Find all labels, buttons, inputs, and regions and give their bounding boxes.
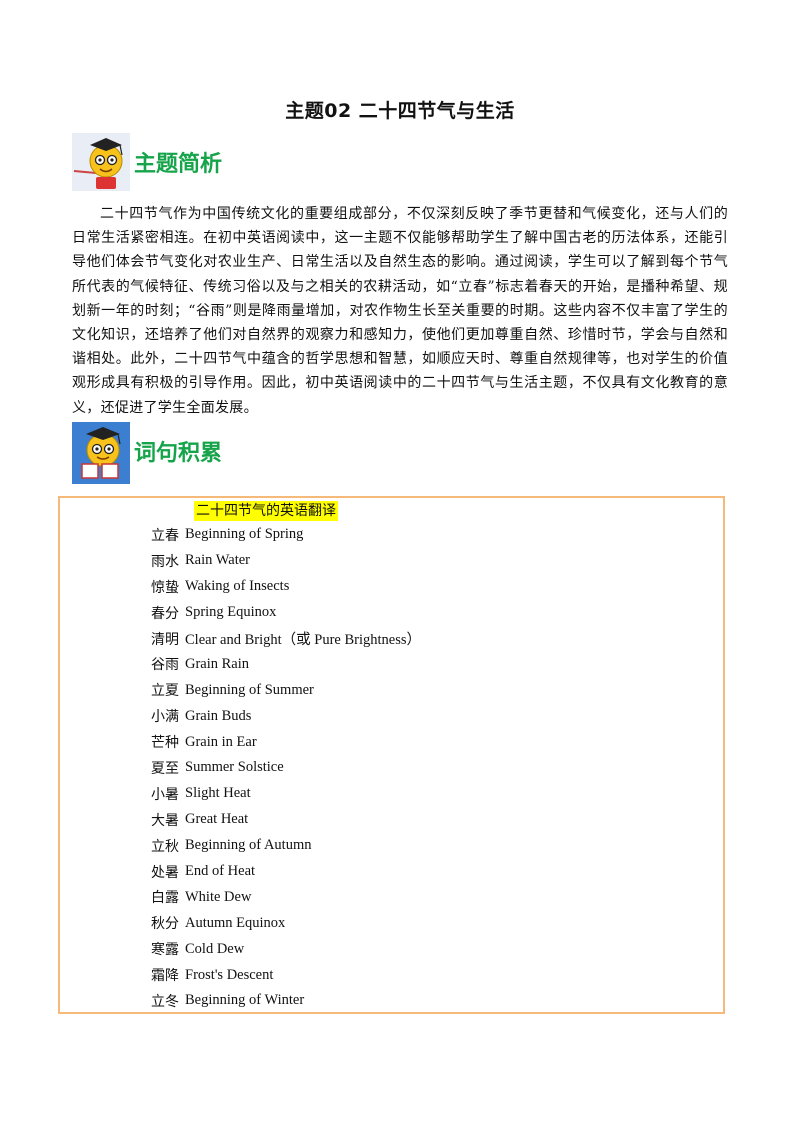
term-chinese: 大暑 bbox=[151, 812, 179, 829]
term-chinese: 谷雨 bbox=[151, 657, 179, 674]
vocab-term-row: 清明 Clear and Bright（或 Pure Brightness） bbox=[151, 626, 421, 652]
section-header-analysis: 主题简析 bbox=[72, 133, 222, 191]
section-header-vocab: 词句积累 bbox=[72, 422, 223, 484]
section-label-analysis: 主题简析 bbox=[134, 152, 223, 177]
term-chinese: 小满 bbox=[151, 709, 179, 726]
term-chinese: 立春 bbox=[151, 527, 179, 544]
term-english: Grain in Ear bbox=[185, 733, 257, 750]
term-chinese: 清明 bbox=[151, 631, 179, 648]
term-chinese: 立夏 bbox=[151, 683, 179, 700]
term-english: Grain Buds bbox=[185, 707, 252, 724]
term-english: Great Heat bbox=[185, 811, 249, 828]
term-english: Rain Water bbox=[185, 552, 251, 569]
vocab-term-row: 白露 White Dew bbox=[151, 884, 421, 910]
term-chinese: 春分 bbox=[151, 605, 179, 622]
vocab-term-row: 惊蛰 Waking of Insects bbox=[151, 574, 421, 600]
term-chinese: 处暑 bbox=[151, 864, 179, 881]
vocab-term-row: 小暑 Slight Heat bbox=[151, 781, 421, 807]
term-english: Beginning of Winter bbox=[185, 992, 305, 1009]
vocab-term-row: 夏至 Summer Solstice bbox=[151, 755, 421, 781]
term-english: Clear and Bright（或 Pure Brightness） bbox=[185, 632, 421, 648]
term-english: Grain Rain bbox=[185, 655, 250, 672]
term-chinese: 立秋 bbox=[151, 838, 179, 855]
vocab-term-row: 芒种 Grain in Ear bbox=[151, 729, 421, 755]
vocab-term-row: 秋分 Autumn Equinox bbox=[151, 910, 421, 936]
section-label-vocab: 词句积累 bbox=[134, 441, 223, 466]
page-title: 主题02 二十四节气与生活 bbox=[285, 100, 515, 122]
vocab-term-row: 大暑 Great Heat bbox=[151, 807, 421, 833]
vocab-term-row: 雨水 Rain Water bbox=[151, 548, 421, 574]
term-english: Spring Equinox bbox=[185, 604, 277, 621]
mascot-graduate-icon bbox=[72, 133, 130, 191]
term-english: Beginning of Autumn bbox=[185, 837, 312, 854]
term-english: End of Heat bbox=[185, 863, 256, 880]
term-english: Beginning of Spring bbox=[185, 526, 304, 543]
term-chinese: 夏至 bbox=[151, 760, 179, 777]
vocab-term-row: 立夏 Beginning of Summer bbox=[151, 677, 421, 703]
term-chinese: 白露 bbox=[151, 890, 179, 907]
vocab-term-row: 霜降 Frost's Descent bbox=[151, 962, 421, 988]
term-chinese: 小暑 bbox=[151, 786, 179, 803]
vocab-term-row: 立春 Beginning of Spring bbox=[151, 522, 421, 548]
term-chinese: 惊蛰 bbox=[151, 579, 179, 596]
mascot-reading-icon bbox=[72, 422, 130, 484]
vocab-term-row: 立秋 Beginning of Autumn bbox=[151, 833, 421, 859]
vocab-term-row: 立冬 Beginning of Winter bbox=[151, 988, 421, 1014]
vocab-box: 二十四节气的英语翻译 立春 Beginning of Spring 雨水 Rain W… bbox=[58, 496, 725, 1014]
term-chinese: 霜降 bbox=[151, 968, 179, 985]
vocab-term-row: 春分 Spring Equinox bbox=[151, 600, 421, 626]
term-english: Cold Dew bbox=[185, 940, 245, 957]
term-english: Beginning of Summer bbox=[185, 681, 314, 698]
vocab-term-row: 寒露 Cold Dew bbox=[151, 936, 421, 962]
vocab-term-row: 谷雨 Grain Rain bbox=[151, 651, 421, 677]
vocab-term-list: 立春 Beginning of Spring 雨水 Rain Water 惊蛰 Wakin… bbox=[151, 522, 421, 1014]
term-english: Waking of Insects bbox=[185, 578, 290, 595]
term-chinese: 芒种 bbox=[151, 735, 179, 752]
vocab-heading: 二十四节气的英语翻译 bbox=[194, 501, 338, 521]
term-english: Autumn Equinox bbox=[185, 914, 286, 931]
term-chinese: 秋分 bbox=[151, 916, 179, 933]
term-chinese: 立冬 bbox=[151, 993, 179, 1010]
term-chinese: 雨水 bbox=[151, 553, 179, 570]
term-english: Summer Solstice bbox=[185, 759, 284, 776]
vocab-term-row: 小满 Grain Buds bbox=[151, 703, 421, 729]
term-english: Slight Heat bbox=[185, 785, 251, 802]
term-english: White Dew bbox=[185, 888, 252, 905]
term-chinese: 寒露 bbox=[151, 942, 179, 959]
term-english: Frost's Descent bbox=[185, 966, 274, 983]
vocab-term-row: 处暑 End of Heat bbox=[151, 859, 421, 885]
intro-paragraph: 二十四节气作为中国传统文化的重要组成部分，不仅深刻反映了季节更替和气候变化，还与… bbox=[72, 206, 728, 416]
